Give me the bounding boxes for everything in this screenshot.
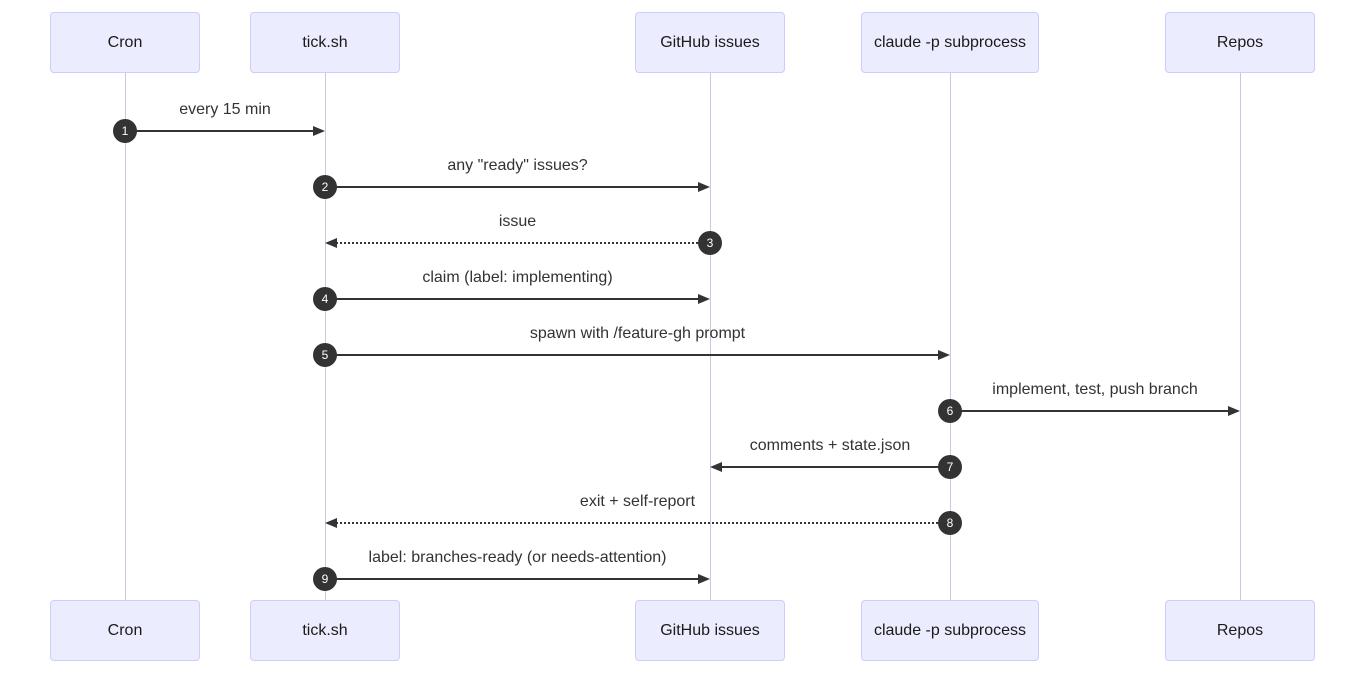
message-label: issue <box>498 213 537 230</box>
arrowhead-icon <box>325 518 337 528</box>
lifeline-github <box>710 73 711 600</box>
message-line <box>331 522 950 524</box>
message-label: implement, test, push branch <box>992 381 1198 398</box>
message-label: any "ready" issues? <box>447 157 588 174</box>
arrowhead-icon <box>710 462 722 472</box>
sequence-number: 6 <box>938 399 962 423</box>
sequence-number: 7 <box>938 455 962 479</box>
sequence-number: 8 <box>938 511 962 535</box>
message-label: spawn with /feature-gh prompt <box>529 325 746 342</box>
actor-bottom-box-cron: Cron <box>50 600 200 661</box>
actor-label: Cron <box>107 621 143 639</box>
actor-label: claude -p subprocess <box>873 33 1027 51</box>
sequence-number: 1 <box>113 119 137 143</box>
actor-label: tick.sh <box>302 621 348 639</box>
message-label: label: branches-ready (or needs-attentio… <box>368 549 667 566</box>
lifeline-tick <box>325 73 326 600</box>
actor-label: claude -p subprocess <box>873 621 1027 639</box>
actor-label: Repos <box>1216 621 1264 639</box>
message-line <box>950 410 1234 412</box>
arrowhead-icon <box>698 574 710 584</box>
sequence-number: 2 <box>313 175 337 199</box>
actor-bottom-box-repos: Repos <box>1165 600 1315 661</box>
message-label: exit + self-report <box>579 493 696 510</box>
message-label: comments + state.json <box>749 437 911 454</box>
actor-label: GitHub issues <box>660 33 760 51</box>
message-line <box>325 354 944 356</box>
arrowhead-icon <box>325 238 337 248</box>
arrowhead-icon <box>698 294 710 304</box>
arrowhead-icon <box>1228 406 1240 416</box>
actor-top-box-cron: Cron <box>50 12 200 73</box>
message-line <box>325 298 704 300</box>
message-line <box>325 578 704 580</box>
message-line <box>125 130 319 132</box>
arrowhead-icon <box>938 350 950 360</box>
sequence-number: 4 <box>313 287 337 311</box>
actor-bottom-box-tick: tick.sh <box>250 600 400 661</box>
actor-label: Cron <box>107 33 143 51</box>
actor-top-box-github: GitHub issues <box>635 12 785 73</box>
actor-label: GitHub issues <box>660 621 760 639</box>
message-line <box>325 186 704 188</box>
actor-label: Repos <box>1216 33 1264 51</box>
sequence-number: 9 <box>313 567 337 591</box>
arrowhead-icon <box>313 126 325 136</box>
actor-label: tick.sh <box>302 33 348 51</box>
actor-top-box-repos: Repos <box>1165 12 1315 73</box>
sequence-number: 3 <box>698 231 722 255</box>
message-label: every 15 min <box>179 101 271 118</box>
actor-bottom-box-github: GitHub issues <box>635 600 785 661</box>
arrowhead-icon <box>698 182 710 192</box>
message-line <box>331 242 710 244</box>
lifeline-cron <box>125 73 126 600</box>
actor-top-box-claude: claude -p subprocess <box>861 12 1039 73</box>
message-line <box>716 466 950 468</box>
actor-bottom-box-claude: claude -p subprocess <box>861 600 1039 661</box>
lifeline-repos <box>1240 73 1241 600</box>
actor-top-box-tick: tick.sh <box>250 12 400 73</box>
sequence-number: 5 <box>313 343 337 367</box>
lifeline-claude <box>950 73 951 600</box>
message-label: claim (label: implementing) <box>422 269 613 286</box>
